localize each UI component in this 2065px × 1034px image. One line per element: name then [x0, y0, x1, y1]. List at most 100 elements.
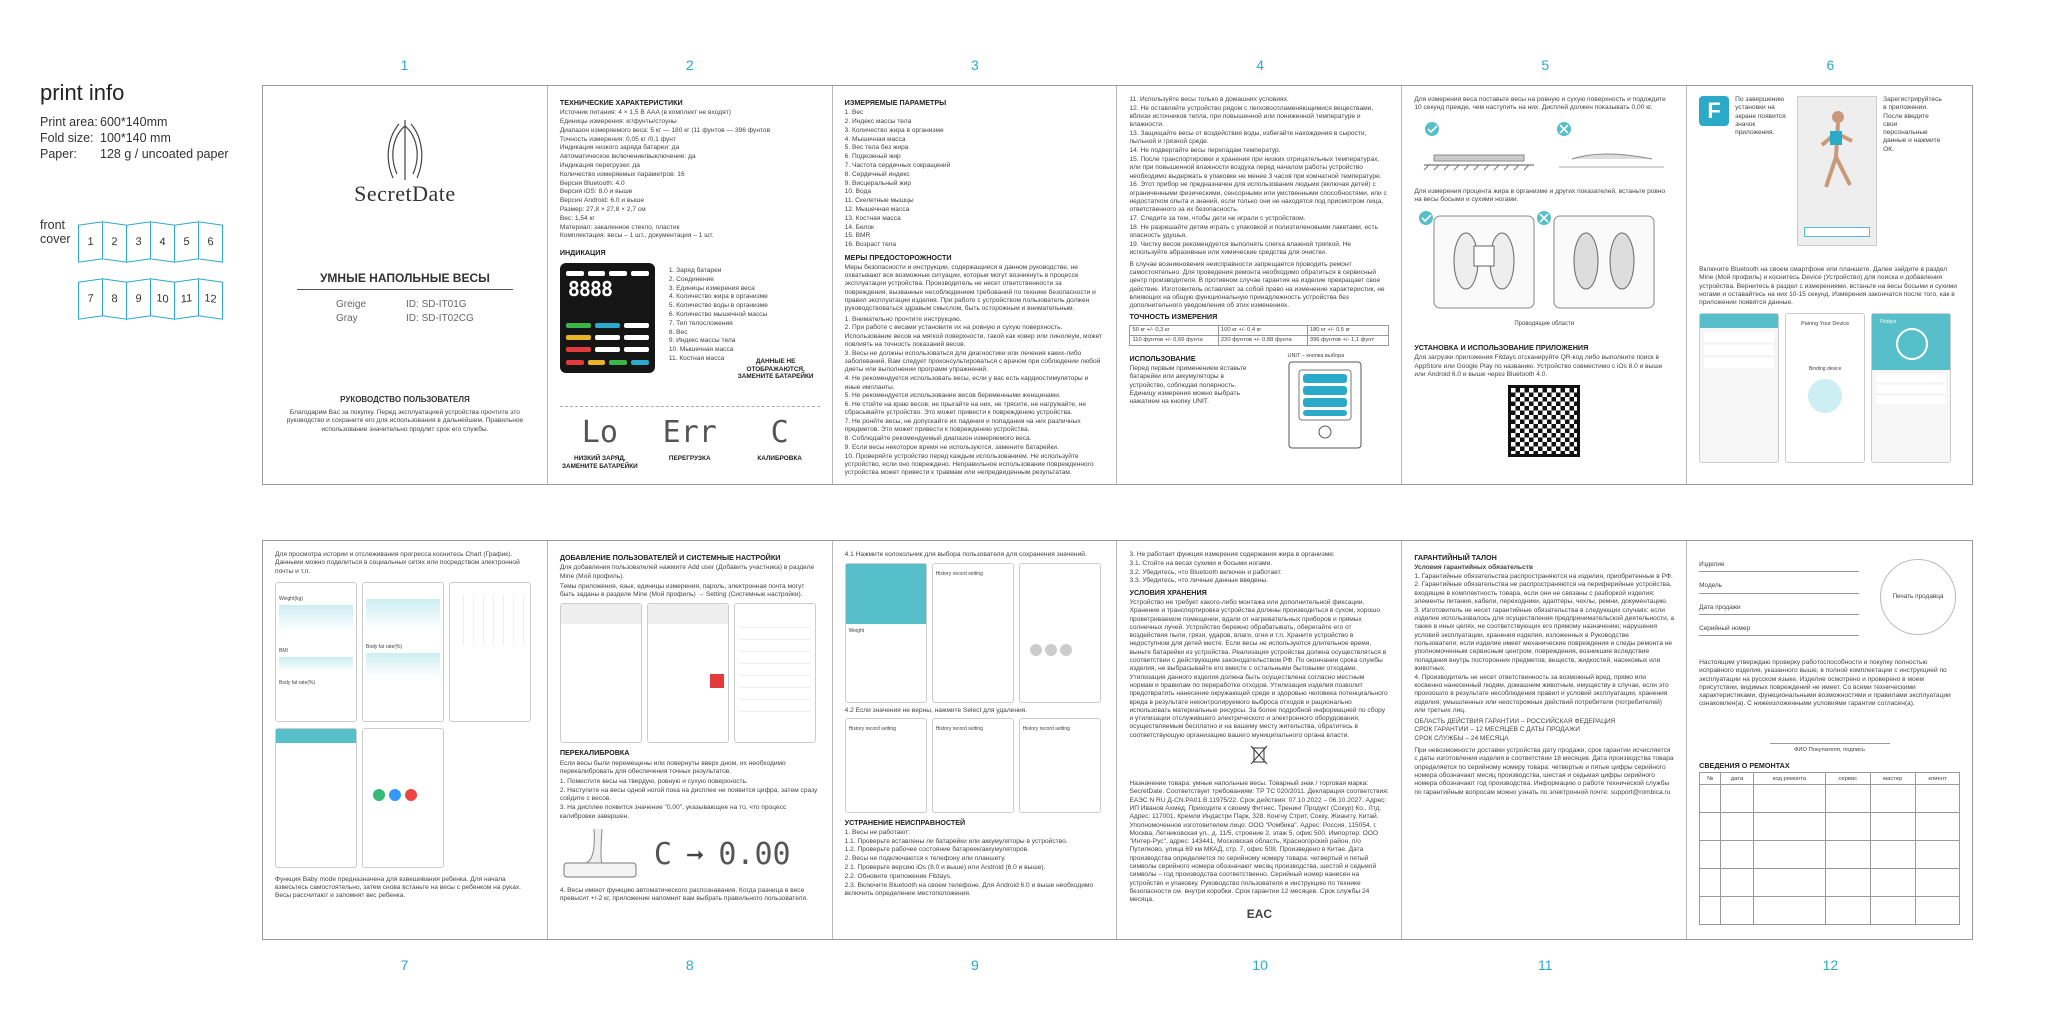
fat-troubleshooting-item: 3.1. Стойте на весах сухими и босыми ног…	[1129, 559, 1273, 567]
repairs-cell[interactable]	[1915, 812, 1960, 842]
fold-panel: 3	[126, 221, 151, 263]
panel-users: ДОБАВЛЕНИЕ ПОЛЬЗОВАТЕЛЕЙ И СИСТЕМНЫЕ НАС…	[548, 541, 833, 939]
troubleshooting-item: 2.2. Обновите приложение Fitdays.	[844, 872, 952, 880]
warranty-footer: При невозможности доставки устройства да…	[1414, 747, 1674, 796]
repairs-cell[interactable]	[1752, 868, 1827, 898]
repairs-cell[interactable]	[1752, 840, 1827, 870]
repairs-row	[1699, 896, 1960, 926]
product-title: УМНЫЕ НАПОЛЬНЫЕ ВЕСЫ	[297, 272, 513, 290]
repairs-cell[interactable]	[1869, 784, 1916, 814]
repairs-cell[interactable]	[1869, 812, 1916, 842]
repairs-cell[interactable]	[1825, 896, 1871, 926]
precaution-item: 2. При работе с весами установите их на …	[844, 324, 1103, 349]
sheet-front: SecretDate УМНЫЕ НАПОЛЬНЫЕ ВЕСЫ Greige G…	[262, 85, 1973, 485]
repairs-cell[interactable]	[1720, 896, 1754, 926]
app-text: Для загрузки приложения Fitdays отсканир…	[1414, 354, 1663, 378]
repairs-cell[interactable]	[1699, 868, 1722, 898]
repairs-cell[interactable]	[1915, 784, 1960, 814]
indication-item: 2. Соединение	[668, 275, 714, 283]
safety-item: 14. Не подвергайте весы перепадам темпер…	[1129, 147, 1281, 155]
binding-label: Binding device	[1808, 365, 1842, 372]
repairs-row	[1699, 812, 1960, 842]
fold-panel: 9	[126, 278, 151, 320]
users-title: ДОБАВЛЕНИЕ ПОЛЬЗОВАТЕЛЕЙ И СИСТЕМНЫЕ НАС…	[559, 553, 781, 562]
repairs-cell[interactable]	[1869, 896, 1916, 926]
repairs-cell[interactable]	[1752, 896, 1827, 926]
install-note: По завершению установки на экране появит…	[1735, 96, 1786, 137]
repairs-row	[1699, 784, 1960, 814]
fitdays-app-icon: F	[1699, 96, 1730, 126]
repairs-cell[interactable]	[1825, 784, 1871, 814]
page-number: 6	[1826, 57, 1835, 73]
warranty-field[interactable]: Серийный номер	[1699, 615, 1860, 637]
param-item: 4. Мышечная масса	[844, 135, 906, 143]
param-item: 16. Возраст тела	[844, 241, 897, 249]
fold-panel: 1	[78, 221, 103, 263]
safety-list: 11. Используйте весы только в домашних у…	[1129, 96, 1389, 258]
warranty-field[interactable]: Изделие	[1699, 551, 1860, 573]
warranty-subtitle: Условия гарантийных обязательств	[1414, 564, 1533, 572]
battery-compartment-icon	[1288, 361, 1362, 449]
variant-list: Greige Gray ID: SD-IT01G ID: SD-IT02CG	[275, 298, 535, 326]
record-screenshot-1: Weight	[844, 563, 927, 704]
calibration-c-symbol: C	[653, 836, 672, 872]
spec-item: Индикация низкого заряда батареи: да	[559, 144, 680, 152]
repairs-cell[interactable]	[1752, 812, 1827, 842]
repairs-cell[interactable]	[1915, 868, 1960, 898]
repairs-cell[interactable]	[1699, 812, 1722, 842]
repairs-cell[interactable]	[1752, 784, 1827, 814]
repairs-cell[interactable]	[1869, 868, 1916, 898]
repairs-cell[interactable]	[1869, 840, 1916, 870]
product-info: Назначение товара: умные напольные весы.…	[1129, 780, 1389, 904]
repairs-cell[interactable]	[1699, 784, 1722, 814]
spec-item: Версия iOS: 8.0 и выше	[559, 188, 633, 196]
bell-step-text: 4.1 Нажмите колокольчик для выбора польз…	[844, 551, 1087, 558]
fold-panel: 8	[102, 278, 127, 320]
qr-code-icon	[1508, 385, 1581, 458]
repairs-cell[interactable]	[1825, 812, 1871, 842]
repairs-title: СВЕДЕНИЯ О РЕМОНТАХ	[1699, 761, 1790, 771]
param-item: 10. Вода	[844, 188, 872, 196]
repairs-cell[interactable]	[1720, 812, 1754, 842]
precaution-item: 8. Соблюдайте рекомендуемый диапазон изм…	[844, 435, 1032, 443]
add-user-screenshot-2	[646, 603, 729, 744]
fat-troubleshooting-list: 3. Не работает функция измерения содержа…	[1129, 551, 1389, 586]
baby-mode-text: Функция Baby mode предназначена для взве…	[275, 875, 521, 900]
indication-item: 1. Заряд батареи	[668, 267, 722, 275]
seller-stamp-area: Печать продавца	[1879, 559, 1956, 635]
repairs-cell[interactable]	[1699, 896, 1722, 926]
page-number: 5	[1541, 57, 1550, 73]
spec-item: Автоматическое включение/выключение: да	[559, 153, 696, 161]
repairs-cell[interactable]	[1825, 840, 1871, 870]
unit-caption: UNIT – кнопка выбора	[1287, 352, 1345, 359]
front-cover-label: front cover	[40, 218, 71, 246]
fold-panel: 7	[78, 278, 103, 320]
page-number: 8	[685, 957, 694, 973]
register-note: Зарегистрируйтесь в приложении. После вв…	[1883, 96, 1942, 153]
repairs-cell[interactable]	[1720, 840, 1754, 870]
repairs-cell[interactable]	[1915, 840, 1960, 870]
spec-item: Версия Android: 6.0 и выше	[559, 197, 645, 205]
repairs-header-cell: код ремонта	[1752, 772, 1827, 786]
page-number: 4	[1256, 57, 1264, 73]
repairs-cell[interactable]	[1699, 840, 1722, 870]
repairs-cell[interactable]	[1720, 784, 1754, 814]
repairs-cell[interactable]	[1720, 868, 1754, 898]
barefoot-text: Для измерения процента жира в организме …	[1414, 187, 1666, 204]
repairs-cell[interactable]	[1915, 896, 1960, 926]
precaution-item: 9. Если весы некоторое время не использу…	[844, 444, 1059, 452]
warranty-field[interactable]: Модель	[1699, 572, 1860, 594]
feet-on-scale-diagram	[1419, 211, 1655, 309]
panel-warranty: ГАРАНТИЙНЫЙ ТАЛОН Условия гарантийных об…	[1402, 541, 1688, 939]
chart-screenshot-2: Body fat rate(%)	[362, 581, 444, 722]
precautions-title: МЕРЫ ПРЕДОСТОРОЖНОСТИ	[844, 252, 952, 262]
buyer-confirmation: Настоящим утверждаю проверку работоспосо…	[1699, 659, 1951, 708]
repairs-cell[interactable]	[1825, 868, 1871, 898]
signature-line: ФИО Покупателя, подпись	[1769, 742, 1890, 754]
warranty-field[interactable]: Дата продажи	[1699, 594, 1860, 615]
